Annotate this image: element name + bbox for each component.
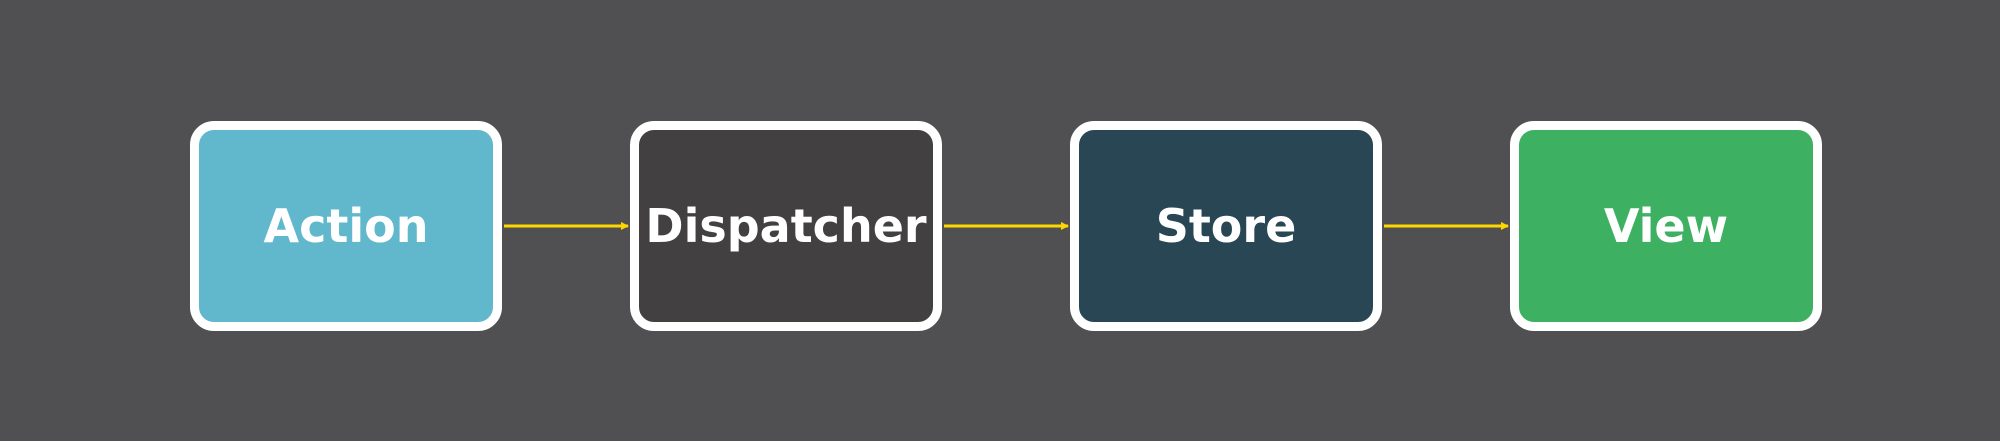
- store-node: Store: [1070, 121, 1382, 331]
- action-node: Action: [190, 121, 502, 331]
- action-label: Action: [263, 199, 429, 253]
- view-node: View: [1510, 121, 1822, 331]
- view-label: View: [1603, 199, 1729, 253]
- dispatcher-label: Dispatcher: [645, 199, 927, 253]
- dispatcher-node: Dispatcher: [630, 121, 942, 331]
- store-label: Store: [1155, 199, 1297, 253]
